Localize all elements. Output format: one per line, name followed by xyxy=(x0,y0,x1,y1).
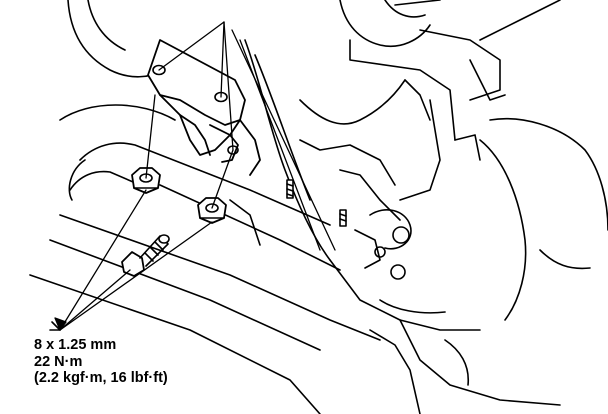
transmission-housing-outline xyxy=(59,0,608,414)
flange-nut-left xyxy=(131,167,161,194)
torque-alt-text: (2.2 kgf·m, 16 lbf·ft) xyxy=(34,370,168,386)
torque-nm-text: 22 N·m xyxy=(34,353,83,370)
leader-lines-top xyxy=(145,21,336,251)
mount-bracket xyxy=(147,39,261,176)
torque-spec-label: 8 x 1.25 mm 22 N·m (2.2 kgf·m, 16 lbf·ft… xyxy=(34,337,168,387)
callout-arrows xyxy=(49,189,213,331)
mount-studs xyxy=(286,179,347,227)
frame-crossmember xyxy=(29,142,381,414)
flange-nut-right xyxy=(197,197,227,224)
bolt-size-text: 8 x 1.25 mm xyxy=(34,337,117,353)
